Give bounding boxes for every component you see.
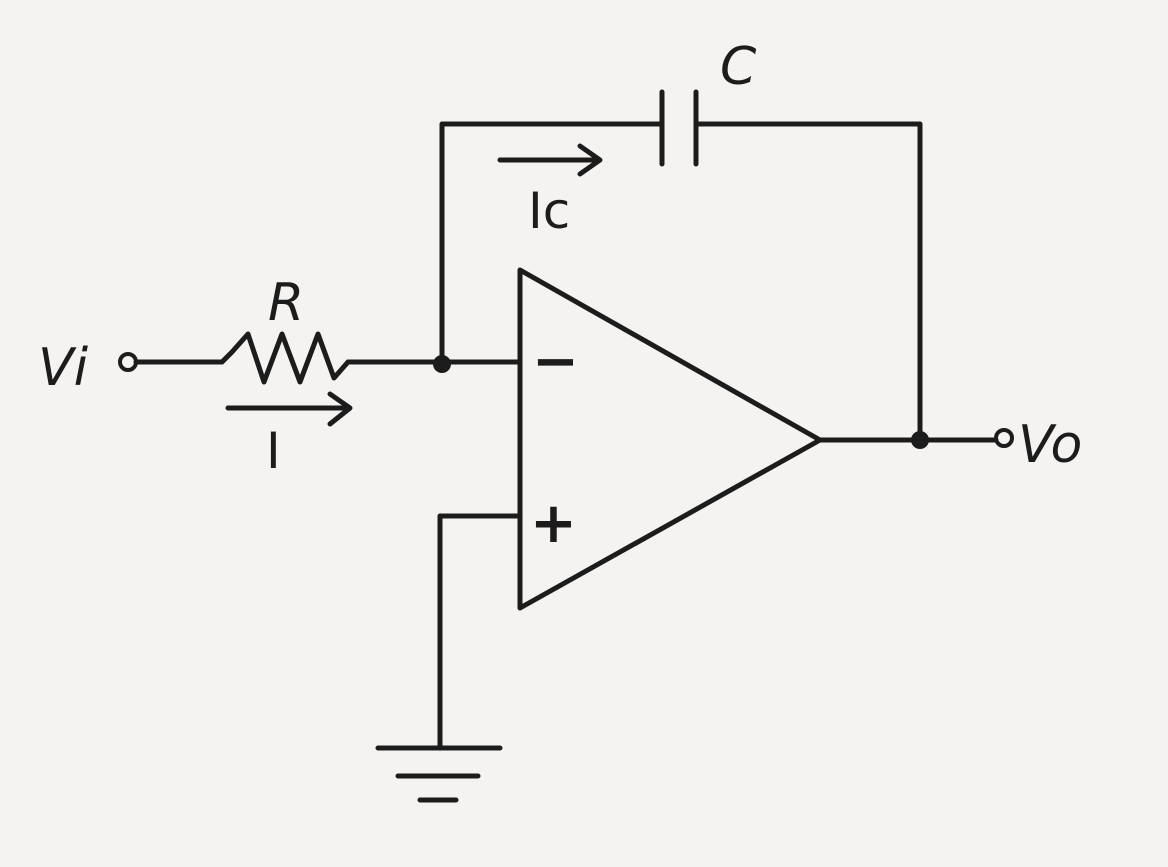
output-junction-node [911, 431, 929, 449]
capacitor [659, 89, 699, 167]
capacitor-current-label: Ic [528, 182, 570, 240]
input-current-arrow [225, 391, 353, 427]
capacitor-current-arrow [497, 143, 603, 177]
output-terminal [994, 428, 1014, 448]
resistor-label: R [268, 273, 304, 333]
capacitor-label: C [720, 37, 757, 97]
feedback-wire-right [695, 121, 923, 443]
feedback-wire-left [439, 121, 663, 367]
op-amp-plus-sign: + [530, 491, 577, 556]
input-current-label: I [266, 422, 281, 480]
op-amp-minus-sign: − [532, 329, 579, 394]
resistor [219, 331, 351, 385]
ground-wire [437, 513, 523, 751]
output-voltage-label: Vo [1018, 415, 1082, 475]
input-voltage-label: Vi [38, 338, 89, 398]
op-amp [517, 267, 823, 611]
ground-symbol [375, 745, 503, 803]
